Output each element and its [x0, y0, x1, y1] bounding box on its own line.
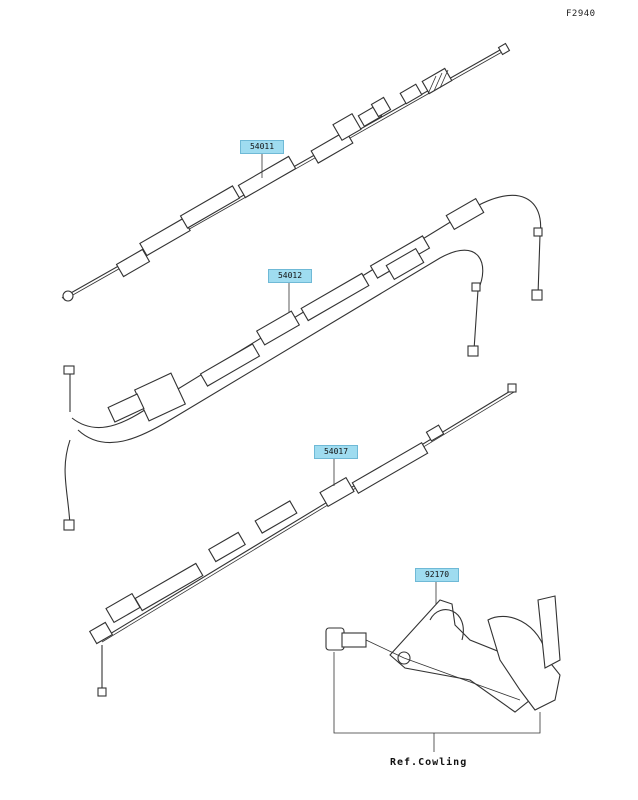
reference-label: Ref.Cowling: [390, 757, 468, 768]
choke-cable: [88, 383, 517, 697]
part-label-54017[interactable]: 54017: [314, 445, 358, 459]
throttle-cable-upper: [61, 42, 511, 302]
bracket-assembly: [325, 595, 561, 752]
part-label-54012[interactable]: 54012: [268, 269, 312, 283]
part-label-92170[interactable]: 92170: [415, 568, 459, 582]
leader-lines: [261, 152, 437, 604]
figure-id: F2940: [566, 9, 596, 19]
part-label-54011[interactable]: 54011: [240, 140, 284, 154]
throttle-cable-double: [63, 194, 543, 531]
